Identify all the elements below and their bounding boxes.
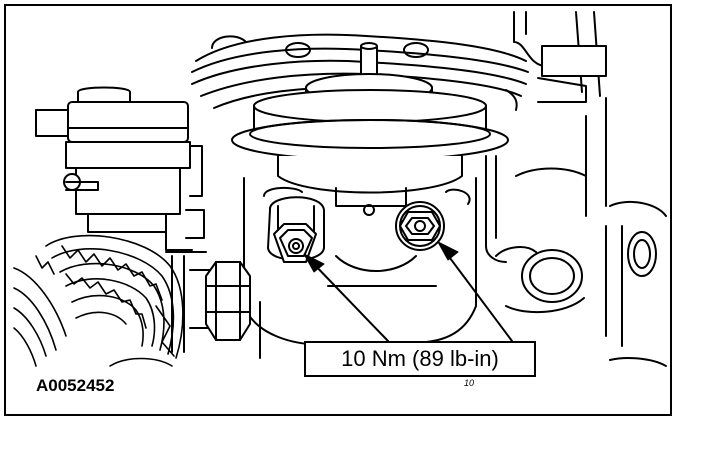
left-actuator: [35, 86, 203, 251]
right-bolt: [395, 201, 445, 251]
leader-lines: [303, 241, 513, 342]
left-bracket: [165, 209, 251, 353]
corner-marks: 10: [464, 378, 475, 388]
figure-frame: 10 Nm (89 lb-in) A0052452 10: [4, 4, 672, 416]
figure-id: A0052452: [36, 376, 115, 395]
torque-callout: 10 Nm (89 lb-in): [304, 341, 536, 377]
egr-valve: [231, 42, 509, 216]
right-side-structure: [485, 11, 667, 367]
egr-valve-illustration: [13, 11, 667, 367]
left-bolt: [267, 196, 325, 263]
drive-belt-pulley: [13, 234, 184, 367]
